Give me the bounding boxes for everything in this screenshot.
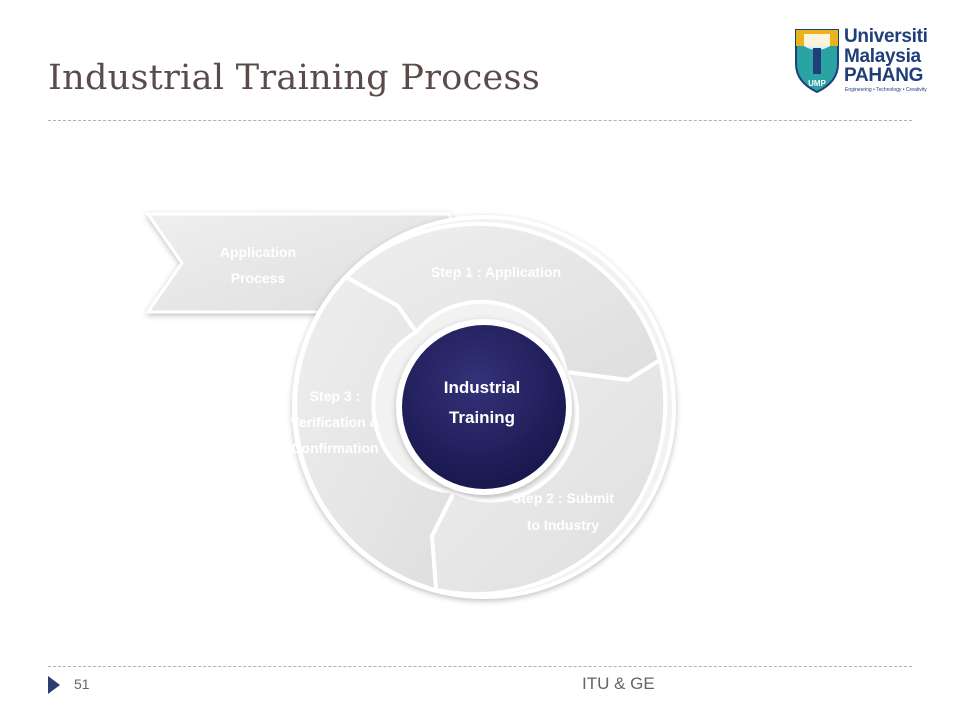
step-3-label-line-1: Step 3 :: [310, 388, 361, 404]
step-1-segment: [342, 221, 663, 383]
arrow-label-line-2: Process: [231, 270, 286, 286]
step-1-label: Step 1 : Application: [431, 264, 561, 280]
footer-arrow-icon: [48, 676, 60, 694]
logo-line-1: Universiti: [844, 26, 928, 47]
step-3-label-line-3: Confirmation: [291, 440, 378, 456]
slide-title: Industrial Training Process: [48, 58, 541, 98]
ump-shield-icon: UMP: [795, 29, 839, 94]
logo-tagline: Engineering • Technology • Creativity: [845, 87, 927, 93]
center-core: [402, 325, 566, 489]
shield-text: UMP: [808, 79, 826, 88]
logo-line-3: PAHANG: [844, 65, 924, 86]
center-label-line-1: Industrial: [444, 378, 521, 397]
center-label-line-2: Training: [449, 408, 515, 427]
step-2-label-line-1: Step 2 : Submit: [512, 490, 614, 506]
arrow-label-line-1: Application: [220, 244, 296, 260]
step-2-segment: [429, 356, 668, 597]
step-2-label-line-2: to Industry: [527, 517, 600, 533]
step-3-label-line-2: Verification &: [290, 414, 379, 430]
page-number: 51: [74, 676, 90, 692]
university-logo: UMP Universiti Malaysia PAHANG Engineeri…: [792, 24, 932, 96]
footer-divider: [48, 666, 912, 667]
header-divider: [48, 120, 912, 121]
step-3-segment: [293, 274, 458, 593]
logo-line-2: Malaysia: [844, 46, 921, 67]
footer-text: ITU & GE: [582, 674, 655, 693]
